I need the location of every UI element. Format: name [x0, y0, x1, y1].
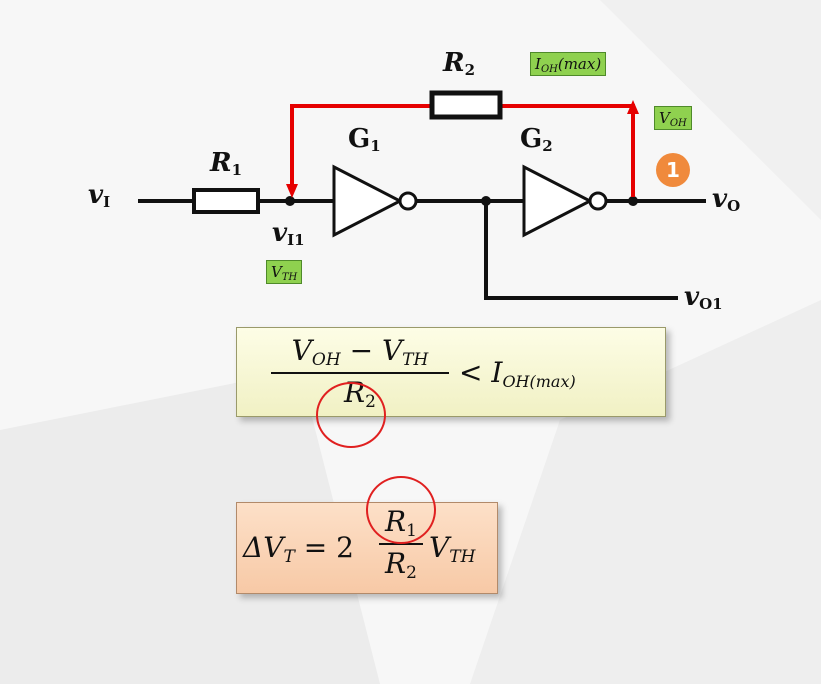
label-r1: R1 — [210, 148, 243, 179]
label-vi: vI — [88, 180, 111, 211]
formula2-denominator: R2 — [385, 547, 417, 583]
wire-vo1 — [484, 201, 678, 300]
label-g1: G1 — [348, 124, 381, 155]
node-vi1 — [285, 196, 295, 206]
tag-voh: VOH — [654, 106, 692, 130]
resistor-r2 — [429, 90, 503, 120]
formula-current-limit: VOH − VTH R2 < IOH(max) — [236, 327, 666, 417]
formula1-rhs: < IOH(max) — [459, 356, 576, 391]
highlight-circle-r1 — [366, 476, 436, 544]
step-badge: 1 — [656, 153, 690, 187]
inverter-g2 — [522, 164, 594, 238]
tag-vth: VTH — [266, 260, 303, 284]
inverter-g2-bubble — [588, 191, 608, 211]
tag-ioh-max: IOH(max) — [530, 52, 607, 76]
node-vo — [628, 196, 638, 206]
formula1-numerator: VOH − VTH — [291, 334, 429, 370]
label-vo: vO — [712, 184, 741, 215]
label-r2: R2 — [443, 48, 476, 79]
formula2-lhs: ΔVT = 2 — [243, 531, 354, 567]
resistor-r1 — [192, 188, 260, 214]
inverter-g1 — [332, 164, 404, 238]
label-vi1: vI1 — [272, 218, 305, 249]
highlight-circle-r2 — [316, 382, 386, 448]
feedback-arrow-down — [286, 184, 298, 198]
feedback-arrow-up — [627, 100, 639, 114]
label-vo1: vO1 — [684, 282, 723, 313]
label-g2: G2 — [520, 124, 553, 155]
formula2-tail: VTH — [429, 531, 476, 567]
inverter-g1-bubble — [398, 191, 418, 211]
